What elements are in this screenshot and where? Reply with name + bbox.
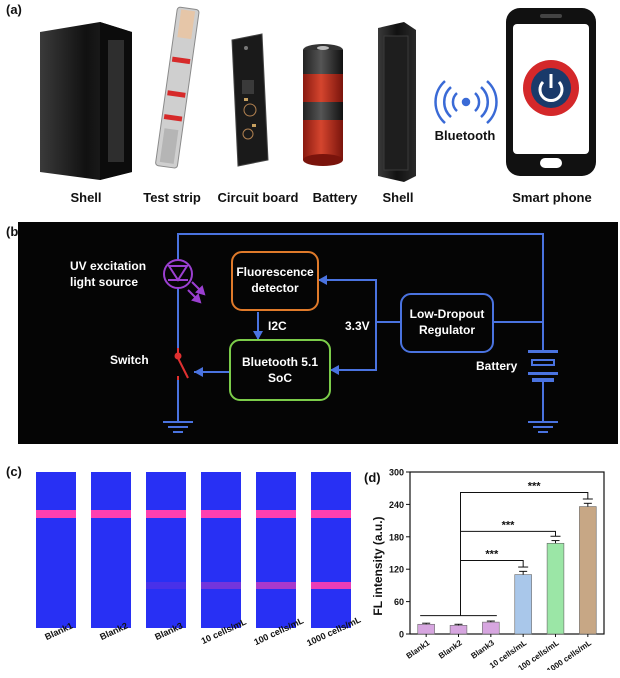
y-tick-label: 120 bbox=[389, 565, 404, 575]
uv-source-label-1: UV excitation bbox=[70, 259, 146, 273]
y-tick-label: 60 bbox=[394, 597, 404, 607]
component-label-battery: Battery bbox=[313, 190, 359, 205]
x-tick-label: Blank2 bbox=[437, 638, 464, 661]
detector-label-1: Fluorescence bbox=[236, 265, 314, 279]
shell-left-icon bbox=[40, 22, 132, 180]
component-label-smart-phone: Smart phone bbox=[512, 190, 591, 205]
test-line bbox=[146, 582, 186, 589]
significance-bracket bbox=[460, 492, 589, 616]
component-label-circuit-board: Circuit board bbox=[218, 190, 299, 205]
bluetooth-soc-box bbox=[229, 339, 331, 401]
bar bbox=[514, 574, 532, 635]
battery-symbol-icon bbox=[528, 350, 558, 382]
i2c-label: I2C bbox=[268, 319, 287, 333]
bar bbox=[482, 621, 500, 635]
significance-stars: *** bbox=[502, 519, 516, 531]
control-line bbox=[311, 510, 351, 518]
y-tick-label: 180 bbox=[389, 532, 404, 542]
soc-label-2: SoC bbox=[268, 371, 292, 385]
significance-bracket bbox=[460, 530, 556, 616]
bluetooth-label: Bluetooth bbox=[435, 128, 496, 143]
panel-a-illustration: Shell Test strip Circuit board Battery S… bbox=[40, 6, 596, 205]
panel-a-label: (a) bbox=[6, 2, 22, 17]
y-tick-label: 240 bbox=[389, 500, 404, 510]
bar bbox=[546, 542, 565, 635]
control-line bbox=[146, 510, 186, 518]
regulator-label-2: Regulator bbox=[419, 323, 475, 337]
circuit-board-icon bbox=[231, 33, 269, 167]
test-strip-photo bbox=[201, 472, 241, 628]
x-tick-label: Blank3 bbox=[469, 638, 496, 661]
voltage-label: 3.3V bbox=[345, 319, 370, 333]
panel-c-label: (c) bbox=[6, 464, 22, 479]
test-strip-photo bbox=[311, 472, 351, 628]
control-line bbox=[201, 510, 241, 518]
component-label-shell-2: Shell bbox=[382, 190, 413, 205]
fluorescence-detector-box bbox=[231, 251, 319, 311]
control-line bbox=[256, 510, 296, 518]
y-tick-label: 0 bbox=[399, 630, 404, 640]
significance-stars: *** bbox=[485, 549, 499, 561]
bar bbox=[579, 506, 597, 635]
uv-source-label-2: light source bbox=[70, 275, 138, 289]
soc-label-1: Bluetooth 5.1 bbox=[242, 355, 318, 369]
battery-label: Battery bbox=[476, 359, 518, 373]
switch-label: Switch bbox=[110, 353, 149, 367]
test-strip-photo bbox=[256, 472, 296, 628]
test-line bbox=[256, 582, 296, 589]
control-line bbox=[91, 510, 131, 518]
battery-icon bbox=[303, 44, 343, 166]
shell-right-icon bbox=[378, 22, 416, 182]
component-label-test-strip: Test strip bbox=[143, 190, 201, 205]
significance-stars: *** bbox=[528, 481, 542, 493]
test-strip-photo bbox=[146, 472, 186, 628]
switch-icon bbox=[174, 348, 189, 380]
bluetooth-wave-icon bbox=[434, 80, 498, 124]
panel-d-label: (d) bbox=[364, 470, 381, 485]
regulator-box bbox=[400, 293, 494, 353]
control-line bbox=[36, 510, 76, 518]
regulator-label-1: Low-Dropout bbox=[410, 307, 485, 321]
test-strip-photo bbox=[36, 472, 76, 628]
detector-label-2: detector bbox=[251, 281, 299, 295]
smartphone-icon bbox=[506, 8, 596, 176]
bar bbox=[449, 625, 468, 635]
test-line bbox=[201, 582, 241, 589]
uv-led-icon bbox=[163, 259, 206, 304]
significance-bracket bbox=[460, 560, 524, 616]
fl-intensity-chart: FL intensity (a.u.) 0 60 120 180 240 300Blank… bbox=[371, 468, 605, 670]
bar bbox=[417, 623, 435, 635]
plot-frame bbox=[409, 471, 605, 635]
y-axis-title: FL intensity (a.u.) bbox=[371, 516, 385, 615]
component-label-shell-1: Shell bbox=[70, 190, 101, 205]
test-line bbox=[311, 582, 351, 589]
test-strip-photo bbox=[91, 472, 131, 628]
test-strip-icon bbox=[155, 6, 200, 169]
y-tick-label: 300 bbox=[389, 468, 404, 478]
circuit-diagram: UV excitation light source Fluorescence … bbox=[18, 222, 618, 444]
x-tick-label: Blank1 bbox=[405, 638, 432, 661]
